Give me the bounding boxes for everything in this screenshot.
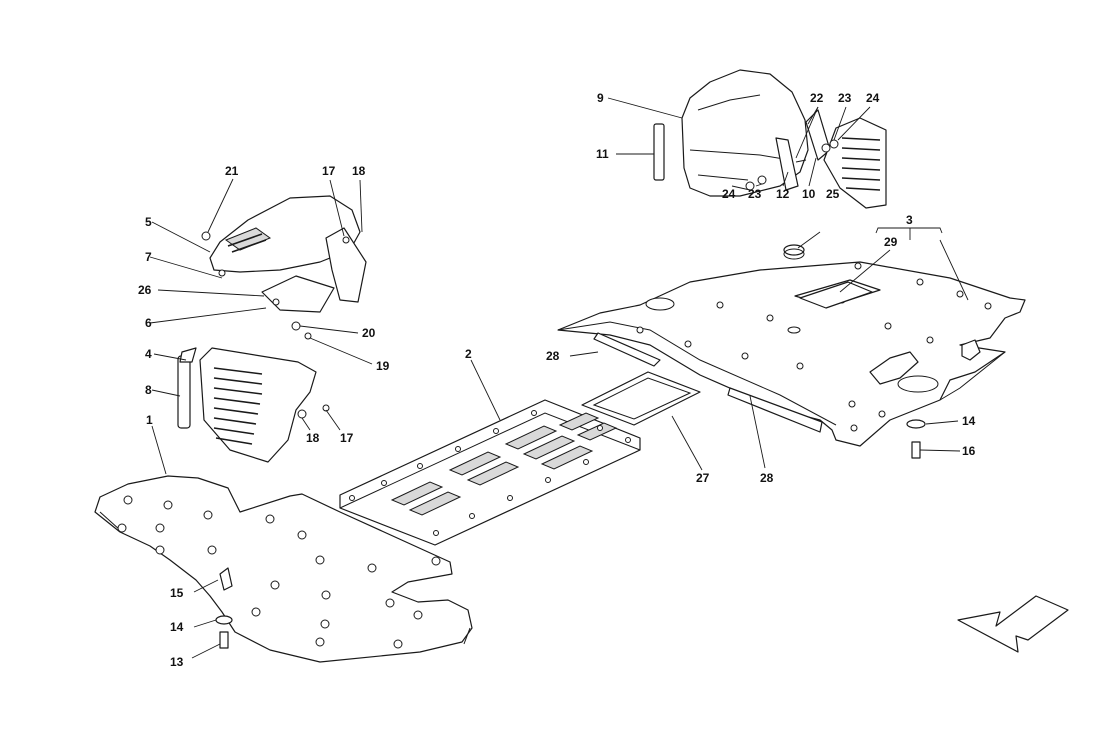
direction-arrow-icon bbox=[957, 595, 1069, 653]
callout-2: 2 bbox=[465, 347, 472, 361]
callout-23-top: 23 bbox=[838, 91, 852, 105]
callout-24-top: 24 bbox=[866, 91, 880, 105]
callout-11: 11 bbox=[596, 147, 609, 161]
rear-undertray-bolts bbox=[906, 419, 926, 459]
side-air-duct bbox=[199, 347, 317, 463]
callout-19: 19 bbox=[376, 359, 390, 373]
callout-22: 22 bbox=[810, 91, 824, 105]
callout-18-front: 18 bbox=[352, 164, 366, 178]
callout-1: 1 bbox=[146, 413, 153, 427]
front-undertray-part bbox=[94, 475, 473, 663]
plate-slots bbox=[390, 412, 618, 516]
undertray-fasteners bbox=[117, 495, 441, 649]
callout-20: 20 bbox=[362, 326, 376, 340]
callout-23-bottom: 23 bbox=[748, 187, 762, 201]
arch-seal-part-11 bbox=[653, 123, 665, 181]
duct-clip-part-4 bbox=[179, 347, 197, 363]
callout-10: 10 bbox=[802, 187, 816, 201]
callout-13: 13 bbox=[170, 655, 184, 669]
callout-6: 6 bbox=[145, 316, 152, 330]
callout-labels: 1 2 3 4 5 6 7 8 9 10 11 12 13 14 14 15 1… bbox=[138, 91, 976, 669]
seal-strip-lower bbox=[727, 387, 823, 433]
callout-29: 29 bbox=[884, 235, 898, 249]
rear-arch-grille bbox=[823, 117, 887, 209]
callout-7: 7 bbox=[145, 250, 152, 264]
rear-wheel-arch-liner bbox=[681, 69, 809, 197]
callout-15: 15 bbox=[170, 586, 184, 600]
callout-8: 8 bbox=[145, 383, 152, 397]
callout-21: 21 bbox=[225, 164, 239, 178]
callout-12: 12 bbox=[776, 187, 790, 201]
callout-28-lower: 28 bbox=[760, 471, 774, 485]
duct-fasteners bbox=[297, 404, 330, 419]
grommet-part-25 bbox=[783, 244, 805, 260]
callout-18-duct: 18 bbox=[306, 431, 320, 445]
callout-5: 5 bbox=[145, 215, 152, 229]
duct-seal-part-8 bbox=[177, 355, 191, 429]
front-wheel-arch-liner bbox=[209, 195, 361, 273]
callout-24-bottom: 24 bbox=[722, 187, 736, 201]
callout-14-rear: 14 bbox=[962, 414, 976, 428]
callout-9: 9 bbox=[597, 91, 604, 105]
front-arch-strip-part-17 bbox=[325, 227, 367, 303]
callout-25: 25 bbox=[826, 187, 840, 201]
front-arch-fasteners bbox=[201, 231, 350, 340]
arch-bracket-part-12 bbox=[775, 137, 799, 191]
callout-17-front: 17 bbox=[322, 164, 336, 178]
callout-4: 4 bbox=[145, 347, 152, 361]
callout-28-upper: 28 bbox=[546, 349, 560, 363]
cover-plate-part-29 bbox=[799, 281, 873, 309]
callout-16: 16 bbox=[962, 444, 976, 458]
seal-strip-upper bbox=[593, 332, 661, 367]
plate-holes bbox=[349, 410, 631, 536]
callout-26: 26 bbox=[138, 283, 152, 297]
callout-14-front: 14 bbox=[170, 620, 184, 634]
callout-27: 27 bbox=[696, 471, 710, 485]
callout-3: 3 bbox=[906, 213, 913, 227]
callout-17-duct: 17 bbox=[340, 431, 354, 445]
leader-lines bbox=[149, 97, 969, 659]
front-arch-panel-part-26 bbox=[261, 275, 335, 313]
access-panel-part bbox=[581, 371, 701, 426]
center-frame-plate bbox=[339, 399, 641, 546]
